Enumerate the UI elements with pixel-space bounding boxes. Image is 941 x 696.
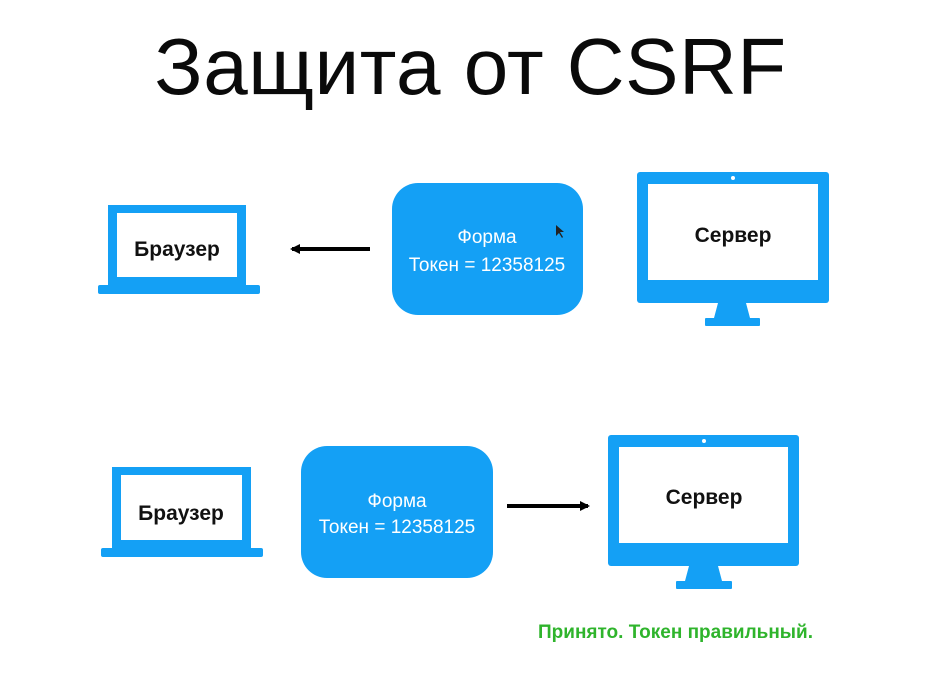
row1-form-title: Форма [457,227,517,248]
row2-browser-label: Браузер [138,502,224,525]
row2-form-card: Форма Токен = 12358125 [301,446,493,578]
row2-browser-laptop-icon: Браузер [101,467,263,557]
row1-server-label: Сервер [695,224,772,247]
mouse-cursor-icon [556,225,564,238]
row2-server-monitor-icon: Сервер [608,435,799,589]
status-message: Принято. Токен правильный. [538,622,813,643]
row1-form-token: Токен = 12358125 [409,255,565,276]
row1-browser-laptop-icon: Браузер [98,205,260,294]
row1-server-monitor-icon: Сервер [637,172,829,326]
slide-title: Защита от CSRF [154,22,787,111]
row2-form-token: Токен = 12358125 [319,517,475,538]
row1-browser-label: Браузер [134,238,220,261]
row2-form-title: Форма [367,491,427,512]
row1-form-card: Форма Токен = 12358125 [392,183,583,315]
row2-server-label: Сервер [666,486,743,509]
